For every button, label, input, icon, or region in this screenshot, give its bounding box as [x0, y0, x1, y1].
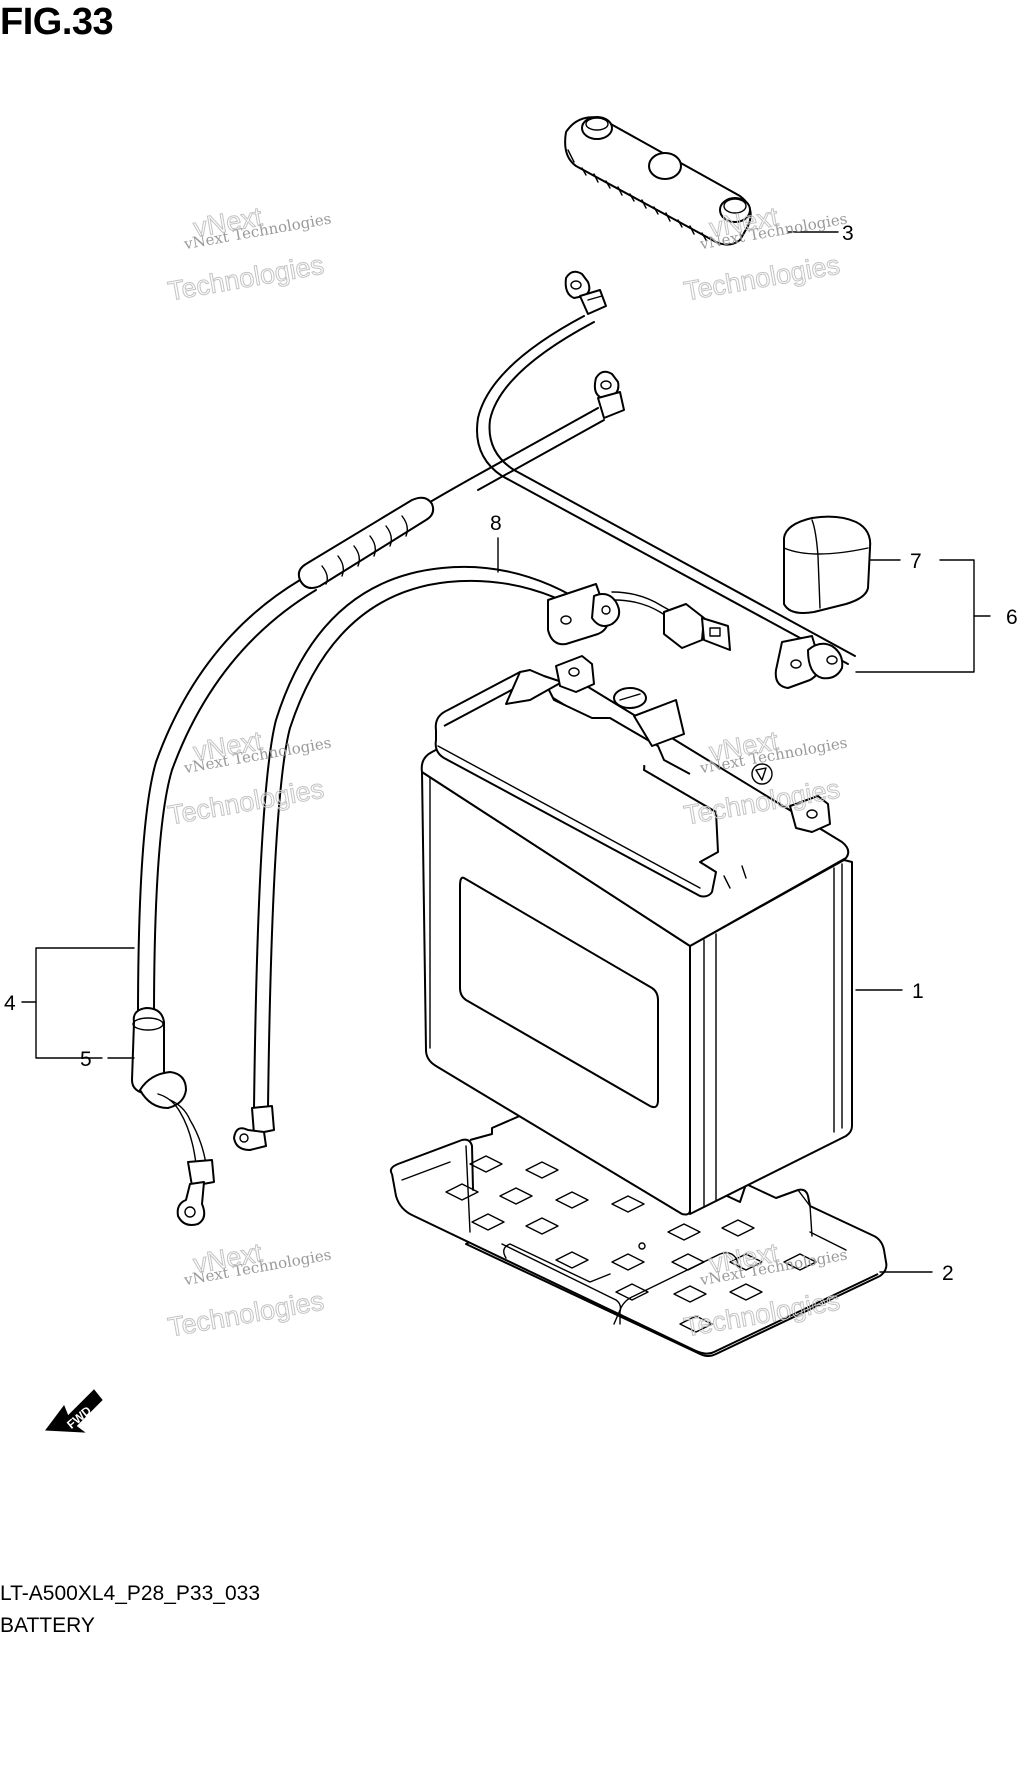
callout-5: 5: [80, 1048, 92, 1071]
callout-7: 7: [910, 550, 922, 573]
leader-lines: [21, 231, 991, 1273]
callout-8: 8: [490, 512, 502, 535]
battery-band: [564, 116, 752, 246]
wiring-lead: [233, 565, 731, 1151]
model-code: LT-A500XL4_P28_P33_033: [0, 1582, 260, 1605]
positive-cable-assembly: [774, 635, 844, 689]
svg-text:Technologies: Technologies: [166, 774, 326, 831]
callout-2: 2: [942, 1262, 954, 1285]
svg-text:Technologies: Technologies: [166, 1286, 326, 1343]
fwd-direction-arrow: FWD: [45, 1389, 103, 1433]
negative-cable-assembly: [131, 270, 856, 1226]
figure-title: FIG.33: [0, 1, 114, 43]
terminal-cover: [783, 515, 872, 614]
callout-6: 6: [1006, 606, 1018, 629]
svg-text:Technologies: Technologies: [682, 250, 842, 307]
battery-tray: [389, 1107, 888, 1357]
callout-4: 4: [4, 992, 16, 1015]
callout-1: 1: [912, 980, 924, 1003]
section-name: BATTERY: [0, 1614, 95, 1637]
svg-text:Technologies: Technologies: [166, 250, 326, 307]
battery: [420, 655, 853, 1216]
callout-3: 3: [842, 222, 854, 245]
